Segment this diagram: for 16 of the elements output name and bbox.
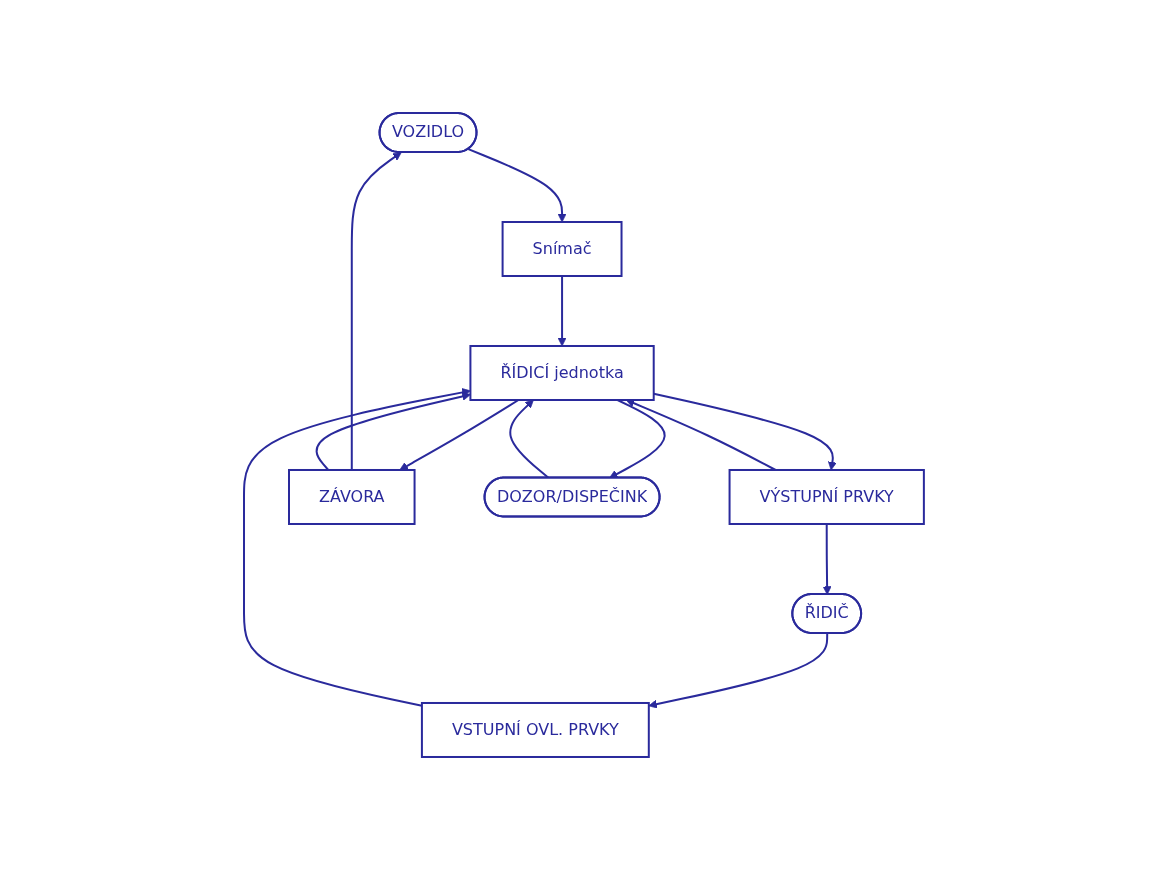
arrow — [648, 632, 829, 709]
node-box: Snímač — [501, 221, 623, 277]
node-box: VÝSTUPNÍ PRVKY — [728, 469, 925, 525]
arrow — [467, 148, 567, 223]
arrow — [243, 388, 471, 707]
arrow — [399, 399, 520, 471]
arrow — [315, 392, 471, 471]
arrow — [557, 275, 567, 347]
arrow — [609, 399, 666, 479]
arrow — [625, 399, 777, 471]
arrow — [350, 152, 402, 471]
node-box: VSTUPNÍ OVL. PRVKY — [421, 702, 650, 758]
node-box: ZÁVORA — [288, 469, 416, 525]
node-box: ŘÍDICÍ jednotka — [469, 345, 655, 401]
arrow — [822, 523, 832, 595]
arrow — [509, 399, 550, 479]
